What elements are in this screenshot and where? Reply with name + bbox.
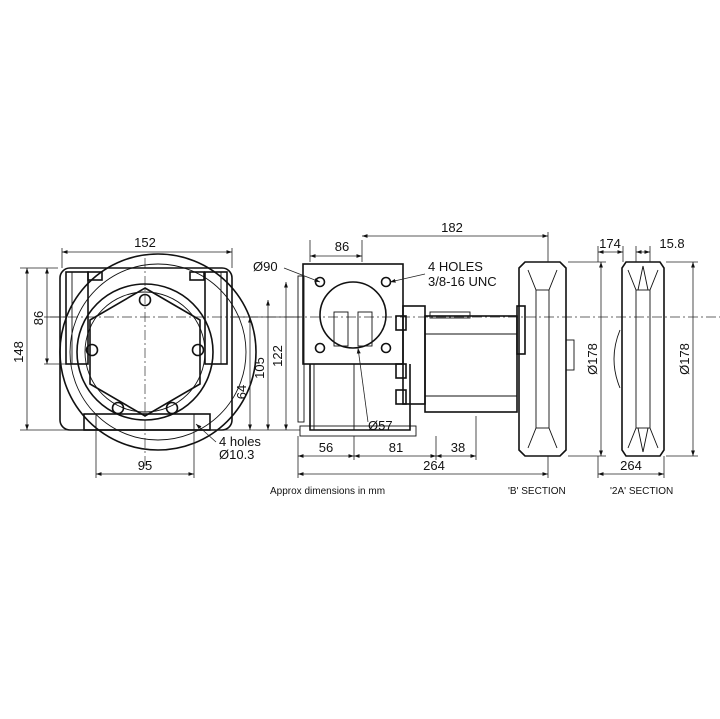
flange-dia-label: Ø90 — [253, 259, 278, 274]
dim-81-label: 81 — [389, 440, 403, 455]
b-section-caption: 'B' SECTION — [508, 486, 566, 497]
pulley-dia-b-label: Ø178 — [585, 343, 600, 375]
cover-bolt — [138, 293, 152, 307]
port-dia-label: Ø57 — [368, 418, 393, 433]
inlet-flange — [302, 263, 404, 365]
dim-122-label: 122 — [270, 345, 285, 367]
dim-264-label: 264 — [423, 458, 445, 473]
foot-holes-note-line1: 4 holes — [219, 434, 261, 449]
flange-hole — [314, 342, 326, 354]
dim-95-label: 95 — [138, 458, 152, 473]
dim-105-label: 105 — [252, 357, 267, 379]
dim-86-label: 86 — [31, 311, 46, 325]
dim-86-flange-label: 86 — [335, 239, 349, 254]
pump-body-side — [309, 364, 411, 431]
pulley-dia-2a-label: Ø178 — [677, 343, 692, 375]
cover-plate — [89, 287, 201, 417]
pulley-b-section — [516, 261, 575, 457]
2a-section-caption: '2A' SECTION — [610, 486, 673, 497]
shaft-housing — [424, 315, 518, 413]
dim-174-label: 174 — [599, 236, 621, 251]
cover-bolt — [191, 343, 205, 357]
end-view: 152 148 86 64 105 122 95 4 holes Ø10.3 — [11, 235, 300, 478]
foot-holes-note-line2: Ø10.3 — [219, 447, 254, 462]
flange-hole — [380, 342, 392, 354]
approx-caption: Approx dimensions in mm — [270, 486, 385, 497]
cover-bolt — [85, 343, 99, 357]
dim-182-label: 182 — [441, 220, 463, 235]
side-view: 86 182 Ø90 4 HOLES 3/8-16 UNC Ø57 56 81 … — [253, 220, 720, 478]
flange-hole — [314, 276, 326, 288]
pump-body — [76, 283, 214, 421]
tapped-holes-line2: 3/8-16 UNC — [428, 274, 497, 289]
pump-feet — [83, 413, 211, 431]
flange-hole — [380, 276, 392, 288]
cover-bolt — [111, 401, 125, 415]
dim-56-label: 56 — [319, 440, 333, 455]
dim-148-label: 148 — [11, 341, 26, 363]
pulley-2a-section: 174 15.8 Ø178 264 — [597, 236, 698, 478]
dim-264-2a-label: 264 — [620, 458, 642, 473]
dim-152-label: 152 — [134, 235, 156, 250]
dim-15-8-label: 15.8 — [659, 236, 684, 251]
flange-port — [319, 281, 387, 349]
dim-64-label: 64 — [234, 385, 249, 399]
dim-38-label: 38 — [451, 440, 465, 455]
tapped-holes-line1: 4 HOLES — [428, 259, 483, 274]
cover-bolt — [165, 401, 179, 415]
